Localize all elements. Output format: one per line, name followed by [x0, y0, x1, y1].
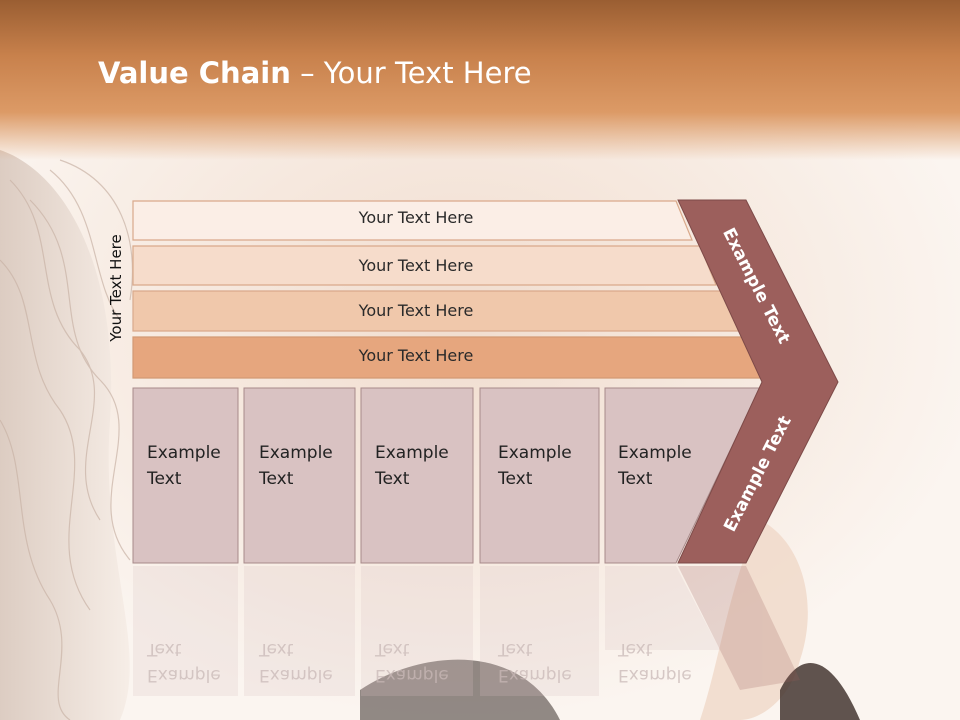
box-3-line1: Example: [375, 443, 449, 463]
title-rest: – Your Text Here: [290, 56, 532, 90]
header-band: [0, 0, 960, 160]
activity-box-4: [479, 387, 600, 564]
activity-box-1: [132, 387, 239, 564]
activity-box-3: [360, 387, 474, 564]
box-3-line2: Text: [375, 469, 410, 489]
row-3-label: Your Text Here: [358, 301, 474, 320]
chevron-arrow: [677, 199, 839, 564]
row-1-label: Your Text Here: [358, 208, 474, 227]
row-4-label: Your Text Here: [358, 346, 474, 365]
box-2-line2: Text: [259, 469, 294, 489]
box-5-line1: Example: [618, 443, 692, 463]
box-1-line2: Text: [147, 469, 182, 489]
box-1-line1: Example: [147, 443, 221, 463]
row-1-bar: [132, 200, 693, 241]
title-bold: Value Chain: [98, 56, 291, 90]
activity-box-5: [604, 387, 761, 564]
row-2-label: Your Text Here: [358, 256, 474, 275]
box-4-line1: Example: [498, 443, 572, 463]
slide-title: Value Chain – Your Text Here: [98, 56, 532, 90]
activity-box-2: [243, 387, 356, 564]
box-4-line2: Text: [498, 469, 533, 489]
box-2-line1: Example: [259, 443, 333, 463]
diagram-reflection: [133, 566, 800, 696]
row-2-bar: [132, 245, 717, 286]
box-5-line2: Text: [618, 469, 653, 489]
